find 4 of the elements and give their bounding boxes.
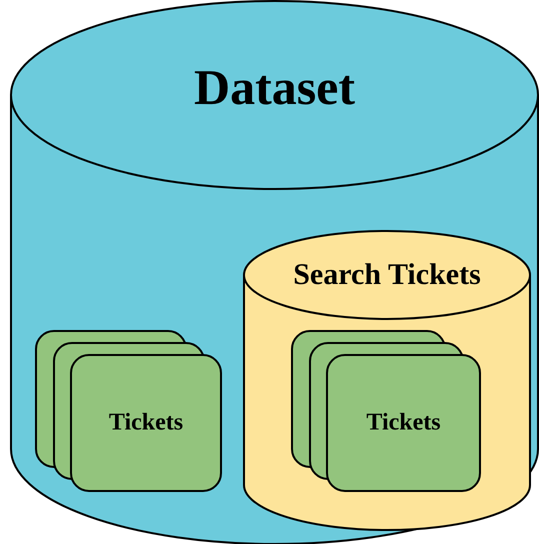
card-label: Tickets bbox=[108, 410, 184, 436]
card-label: Tickets bbox=[366, 410, 441, 436]
cylinder-title: Search Tickets bbox=[292, 258, 482, 292]
cylinder-title: Dataset bbox=[192, 58, 356, 116]
